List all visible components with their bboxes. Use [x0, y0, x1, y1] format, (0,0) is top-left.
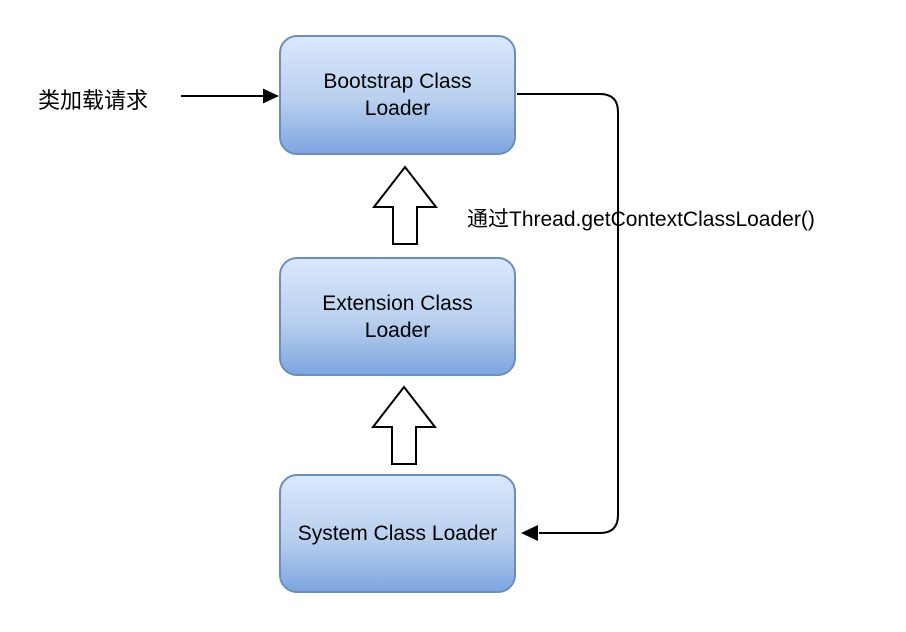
node-label-line: Loader: [364, 318, 431, 342]
delegation-arrow-system-to-extension: [370, 385, 438, 465]
node-label-line: Bootstrap Class: [323, 70, 472, 93]
request-arrow: [181, 88, 279, 104]
node-label-line: Extension Class: [322, 291, 473, 315]
delegation-arrow-extension-to-bootstrap: [371, 165, 439, 245]
edge-label-context-classloader: 通过Thread.getContextClassLoader(): [467, 208, 815, 231]
edge-label-class-load-request: 类加载请求: [38, 88, 149, 113]
node-label-line: System Class Loader: [297, 522, 498, 545]
node-extension-class-loader: Extension Class Loader: [279, 257, 516, 376]
node-bootstrap-class-loader: Bootstrap Class Loader: [279, 35, 516, 155]
context-classloader-connector: [517, 93, 619, 541]
node-system-class-loader: System Class Loader: [279, 474, 516, 593]
node-label-line: Loader: [364, 97, 431, 120]
